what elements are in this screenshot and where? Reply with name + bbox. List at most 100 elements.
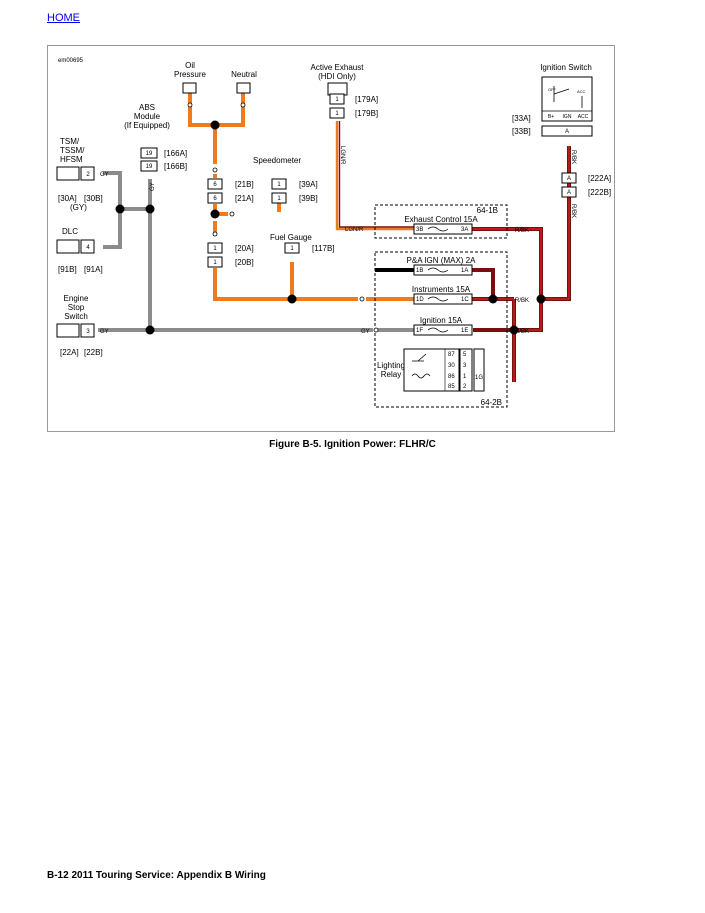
svg-text:[91A]: [91A] (84, 265, 103, 274)
tsm-module: TSM/ TSSM/ HFSM 2 GY [30A] [30B] (GY) (56, 137, 109, 212)
svg-text:[91B]: [91B] (58, 265, 77, 274)
connector-20: 1 1 [20A] [20B] (207, 242, 254, 268)
svg-text:[22A]: [22A] (60, 348, 79, 357)
wiring-diagram-frame: em00695 Oil Pressure Neutral ABS Module … (47, 45, 615, 432)
svg-text:Oil: Oil (185, 61, 195, 70)
svg-text:A: A (567, 190, 571, 196)
svg-text:19: 19 (146, 151, 153, 157)
abs-module: ABS Module (If Equipped) 19 19 [166A] [1… (124, 103, 187, 172)
svg-text:85: 85 (448, 384, 455, 390)
svg-text:1: 1 (290, 246, 294, 252)
svg-text:Speedometer: Speedometer (253, 156, 301, 165)
neutral-switch: Neutral (231, 70, 257, 94)
svg-text:5: 5 (463, 352, 467, 358)
lgnr-wire (335, 121, 414, 231)
svg-text:3: 3 (463, 363, 467, 369)
svg-text:R/BK: R/BK (570, 150, 576, 164)
svg-text:64-2B: 64-2B (481, 398, 502, 407)
svg-text:1G: 1G (475, 375, 483, 381)
svg-text:Switch: Switch (64, 312, 88, 321)
svg-text:IGN: IGN (563, 114, 572, 120)
svg-text:[30A]: [30A] (58, 194, 77, 203)
rbk-wires (472, 146, 571, 382)
svg-text:ABS: ABS (139, 103, 155, 112)
svg-text:[222A]: [222A] (588, 174, 611, 183)
svg-text:1D: 1D (416, 297, 424, 303)
svg-text:19: 19 (146, 164, 153, 170)
svg-text:2: 2 (463, 384, 467, 390)
svg-text:Fuel Gauge: Fuel Gauge (270, 233, 312, 242)
svg-text:GY: GY (100, 172, 109, 178)
svg-text:[22B]: [22B] (84, 348, 103, 357)
svg-text:HFSM: HFSM (60, 155, 83, 164)
home-link[interactable]: HOME (47, 12, 80, 24)
svg-text:1: 1 (335, 97, 339, 103)
svg-text:1: 1 (213, 246, 217, 252)
connector-222: A A [222A] [222B] R/BK (561, 172, 611, 218)
svg-text:[30B]: [30B] (84, 194, 103, 203)
svg-text:Neutral: Neutral (231, 70, 257, 79)
svg-text:Pressure: Pressure (174, 70, 207, 79)
svg-text:DLC: DLC (62, 227, 78, 236)
svg-text:1F: 1F (416, 328, 423, 334)
svg-text:[179B]: [179B] (355, 109, 378, 118)
svg-text:[21B]: [21B] (235, 180, 254, 189)
svg-text:A: A (567, 176, 571, 182)
svg-text:GY: GY (100, 329, 109, 335)
svg-text:[33A]: [33A] (512, 114, 531, 123)
svg-text:[39A]: [39A] (299, 180, 318, 189)
svg-text:(HDI Only): (HDI Only) (318, 72, 356, 81)
svg-text:ACC: ACC (578, 114, 589, 120)
svg-text:3B: 3B (416, 227, 423, 233)
svg-text:1C: 1C (461, 297, 469, 303)
svg-text:1: 1 (463, 374, 467, 380)
svg-text:1: 1 (277, 182, 281, 188)
ignition-switch: Ignition Switch OFF ACC B+ IGN ACC A [33… (512, 63, 593, 164)
svg-text:1: 1 (213, 260, 217, 266)
fuse-block-64-2b: 64-2B P&A IGN (MAX) 2A 1B 1A Instruments… (374, 251, 508, 408)
svg-text:Instruments 15A: Instruments 15A (412, 285, 471, 294)
svg-text:1: 1 (277, 196, 281, 202)
svg-text:(GY): (GY) (70, 203, 87, 212)
oil-pressure-switch: Oil Pressure (174, 61, 207, 94)
svg-text:Active Exhaust: Active Exhaust (311, 63, 365, 72)
svg-text:[166A]: [166A] (164, 149, 187, 158)
svg-text:[20A]: [20A] (235, 244, 254, 253)
svg-text:R/BK: R/BK (570, 204, 576, 218)
svg-text:R/BK: R/BK (515, 228, 529, 234)
svg-text:4: 4 (86, 245, 90, 251)
svg-text:1A: 1A (461, 268, 468, 274)
svg-text:GY: GY (150, 182, 156, 191)
open-terminals (187, 102, 379, 333)
figure-caption: Figure B-5. Ignition Power: FLHR/C (269, 439, 436, 450)
figure-code: em00695 (58, 58, 84, 64)
svg-text:Ignition Switch: Ignition Switch (540, 63, 592, 72)
svg-text:86: 86 (448, 374, 455, 380)
svg-text:6: 6 (213, 196, 217, 202)
svg-text:3A: 3A (461, 227, 468, 233)
svg-text:1B: 1B (416, 268, 423, 274)
fuel-gauge: Fuel Gauge 1 [117B] (270, 233, 335, 254)
svg-text:2: 2 (86, 172, 90, 178)
svg-text:[39B]: [39B] (299, 194, 318, 203)
fuse-block-64-1b: 64-1B Exhaust Control 15A 3B 3A LGN/R (345, 204, 508, 239)
svg-text:GY: GY (361, 329, 370, 335)
svg-text:30: 30 (448, 363, 455, 369)
svg-text:TSSM/: TSSM/ (60, 146, 85, 155)
svg-text:1E: 1E (461, 328, 468, 334)
svg-text:P&A IGN (MAX) 2A: P&A IGN (MAX) 2A (407, 256, 477, 265)
svg-text:87: 87 (448, 352, 455, 358)
svg-text:[20B]: [20B] (235, 258, 254, 267)
engine-stop-switch: Engine Stop Switch 3 GY [22A] [22B] (56, 294, 109, 357)
dlc-connector: DLC 4 [91B] [91A] (56, 227, 103, 274)
wire-labels: GY GY R/BK R/BK R/BK (150, 182, 529, 335)
svg-text:[21A]: [21A] (235, 194, 254, 203)
svg-text:[117B]: [117B] (312, 244, 335, 253)
speedometer: Speedometer 1 1 [39A] [39B] (253, 156, 318, 204)
svg-text:[222B]: [222B] (588, 188, 611, 197)
svg-text:Engine: Engine (64, 294, 89, 303)
active-exhaust: Active Exhaust (HDI Only) 1 1 [179A] [17… (311, 63, 379, 165)
svg-text:(If Equipped): (If Equipped) (124, 121, 170, 130)
svg-text:[179A]: [179A] (355, 95, 378, 104)
svg-text:1: 1 (335, 111, 339, 117)
